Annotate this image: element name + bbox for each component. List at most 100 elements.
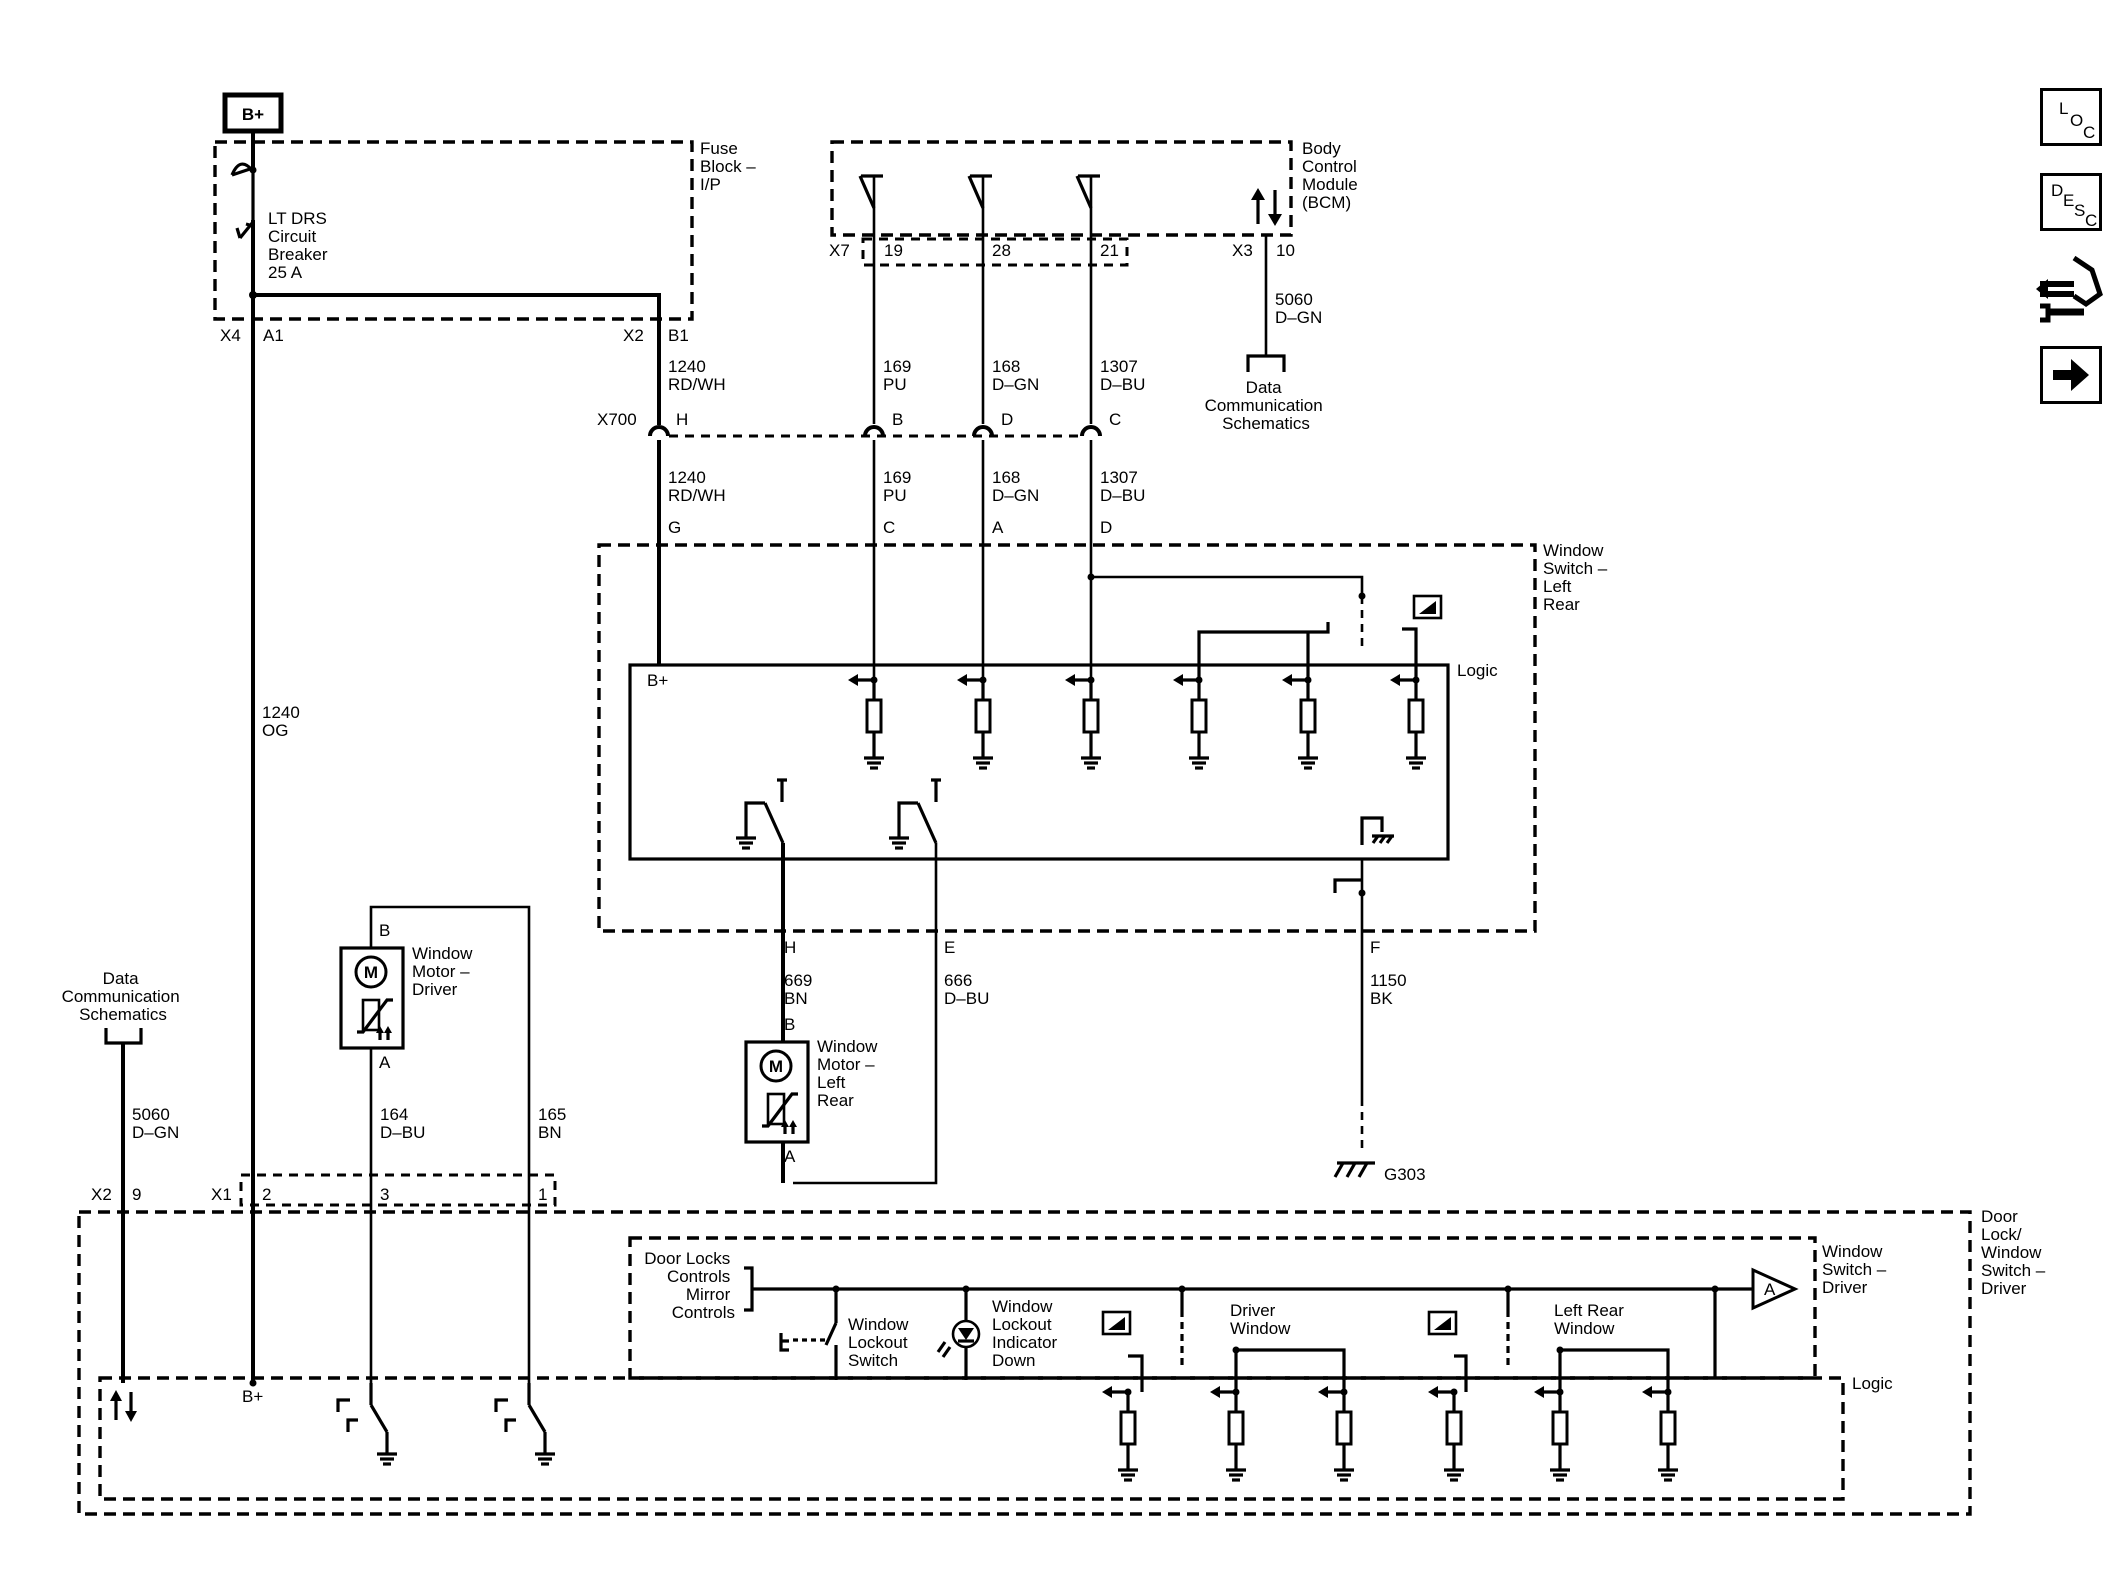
- driver-pin-1: 1: [538, 1185, 547, 1204]
- driver-switch-label: Door Lock/ Window Switch – Driver: [1981, 1207, 2050, 1298]
- loc-letter-o: O: [2070, 111, 2084, 130]
- switch-lr-motor-relays: [734, 778, 1394, 850]
- wire-669-label: 669 BN: [784, 971, 817, 1008]
- motor-left-rear-m: M: [769, 1057, 783, 1076]
- wire-5060-left-label: 5060 D–GN: [132, 1105, 179, 1142]
- switch-lr-pin-g: G: [668, 518, 681, 537]
- window-switch-icon: [1412, 594, 1443, 620]
- driver-logic-inputs: [1102, 1386, 1678, 1480]
- bcm-pin-19: 19: [884, 241, 903, 260]
- bcm-x7: X7: [829, 241, 850, 260]
- window-switch-driver-inner-box: [628, 1236, 1817, 1380]
- wire-1307-mid-label: 1307 D–BU: [1100, 468, 1145, 505]
- x700-pin-d: D: [1001, 410, 1013, 429]
- switch-lr-logic-box: [628, 663, 1450, 861]
- bcm-label: Body Control Module (BCM): [1302, 139, 1363, 212]
- loc-button[interactable]: L O C: [2040, 88, 2102, 146]
- amplifier-symbol: [1751, 1267, 1799, 1311]
- fuse-pin-left: A1: [263, 326, 284, 345]
- bcm-pin-21: 21: [1100, 241, 1119, 260]
- driver-window-label: Driver Window: [1230, 1301, 1291, 1338]
- bcm-pin-28: 28: [992, 241, 1011, 260]
- fuse-conn-right: X2: [623, 326, 644, 345]
- wire-164-label: 164 D–BU: [380, 1105, 425, 1142]
- motor-driver-m: M: [364, 963, 378, 982]
- motor-driver-sensor: [357, 998, 393, 1040]
- x700-pin-b: B: [892, 410, 903, 429]
- wire-165-bn: [369, 905, 531, 1383]
- switch-lr-pin-d: D: [1100, 518, 1112, 537]
- fuse-pin-right: B1: [668, 326, 689, 345]
- driver-logic-label: Logic: [1852, 1374, 1893, 1393]
- window-switch-icon-driver: [1101, 1310, 1132, 1336]
- bcm-box: [830, 140, 1293, 237]
- switch-lr-pin-h: H: [784, 938, 796, 957]
- motor-left-rear-sensor: [762, 1092, 798, 1134]
- fuse-conn-left: X4: [220, 326, 241, 345]
- driver-motor-relays: [336, 1383, 557, 1466]
- door-locks-controls-label: Door Locks Controls Mirror Controls: [644, 1249, 735, 1322]
- x700-pin-h: H: [676, 410, 688, 429]
- wire-1150-label: 1150 BK: [1370, 971, 1411, 1008]
- fuse-block-box: [213, 140, 694, 321]
- data-comm-left-label: Data Communication Schematics: [62, 969, 185, 1024]
- motor-driver-symbol: [354, 955, 388, 989]
- desc-letter-c: C: [2085, 211, 2098, 230]
- data-comm-top-label: Data Communication Schematics: [1205, 378, 1328, 433]
- window-switch-icon-left-rear: [1427, 1310, 1458, 1336]
- motor-left-rear-symbol: [759, 1049, 793, 1083]
- wire-168-mid-label: 168 D–GN: [992, 468, 1039, 505]
- bcm-switches: [858, 174, 1100, 424]
- motor-left-rear-pin-b: B: [784, 1015, 795, 1034]
- motor-left-rear-pin-a: A: [784, 1147, 796, 1166]
- window-lockout-switch-label: Window Lockout Switch: [848, 1315, 913, 1370]
- wire-1240-mid-label: 1240 RD/WH: [668, 468, 726, 505]
- window-switch-left-rear-box: [597, 543, 1537, 933]
- switch-lr-pin-c: C: [883, 518, 895, 537]
- motor-driver-pin-b: B: [379, 921, 390, 940]
- desc-letter-s: S: [2074, 201, 2086, 220]
- wire-1240-top-label: 1240 RD/WH: [668, 357, 726, 394]
- switch-lr-pin-e: E: [944, 938, 955, 957]
- motor-driver-pin-a: A: [379, 1053, 391, 1072]
- desc-letter-d: D: [2051, 181, 2064, 200]
- wire-168-top-label: 168 D–GN: [992, 357, 1039, 394]
- arrow-right-icon: [2053, 359, 2089, 391]
- fuse-block-label: Fuse Block – I/P: [700, 139, 760, 194]
- ground-g303-symbol: [1333, 1161, 1375, 1178]
- window-lockout-indicator-led: [936, 1285, 981, 1380]
- desc-button[interactable]: D E S C: [2040, 173, 2102, 231]
- x7-connector-box: [861, 237, 1129, 267]
- motor-left-rear-label: Window Motor – Left Rear: [817, 1037, 882, 1110]
- wire-165-label: 165 BN: [538, 1105, 571, 1142]
- driver-pin-2: 2: [262, 1185, 271, 1204]
- motor-driver-label: Window Motor – Driver: [412, 944, 477, 999]
- amplifier-label: A: [1764, 1280, 1776, 1299]
- driver-switch-bus-taps: [1178, 1285, 1719, 1378]
- serial-data-icon: [1251, 188, 1282, 226]
- power-source-label: B+: [242, 105, 264, 124]
- switch-lr-bplus: B+: [647, 671, 668, 690]
- loc-letter-l: L: [2059, 99, 2069, 118]
- wire-666-label: 666 D–BU: [944, 971, 989, 1008]
- wire-666-dbu: [793, 843, 938, 1185]
- circuit-breaker-label: LT DRS Circuit Breaker 25 A: [268, 209, 332, 282]
- loc-letter-c: C: [2083, 123, 2096, 142]
- next-button[interactable]: [2040, 346, 2102, 404]
- driver-window-switches: [1128, 1346, 1670, 1392]
- wire-169-mid-label: 169 PU: [883, 468, 916, 505]
- wire-1240-og-label: 1240 OG: [262, 703, 305, 740]
- bcm-pin-10: 10: [1276, 241, 1295, 260]
- driver-x1: X1: [211, 1185, 232, 1204]
- connector-view-button[interactable]: [2034, 250, 2106, 330]
- window-switch-left-rear-label: Window Switch – Left Rear: [1543, 541, 1612, 614]
- window-lockout-switch: [779, 1285, 840, 1380]
- driver-pin-9: 9: [132, 1185, 141, 1204]
- window-switch-driver-inner-label: Window Switch – Driver: [1822, 1242, 1891, 1297]
- switch-lr-pin-f: F: [1370, 938, 1380, 957]
- connector-icon: [2036, 255, 2103, 323]
- driver-x2: X2: [91, 1185, 112, 1204]
- left-rear-window-label: Left Rear Window: [1554, 1301, 1629, 1338]
- driver-switch-box: [77, 1210, 1972, 1516]
